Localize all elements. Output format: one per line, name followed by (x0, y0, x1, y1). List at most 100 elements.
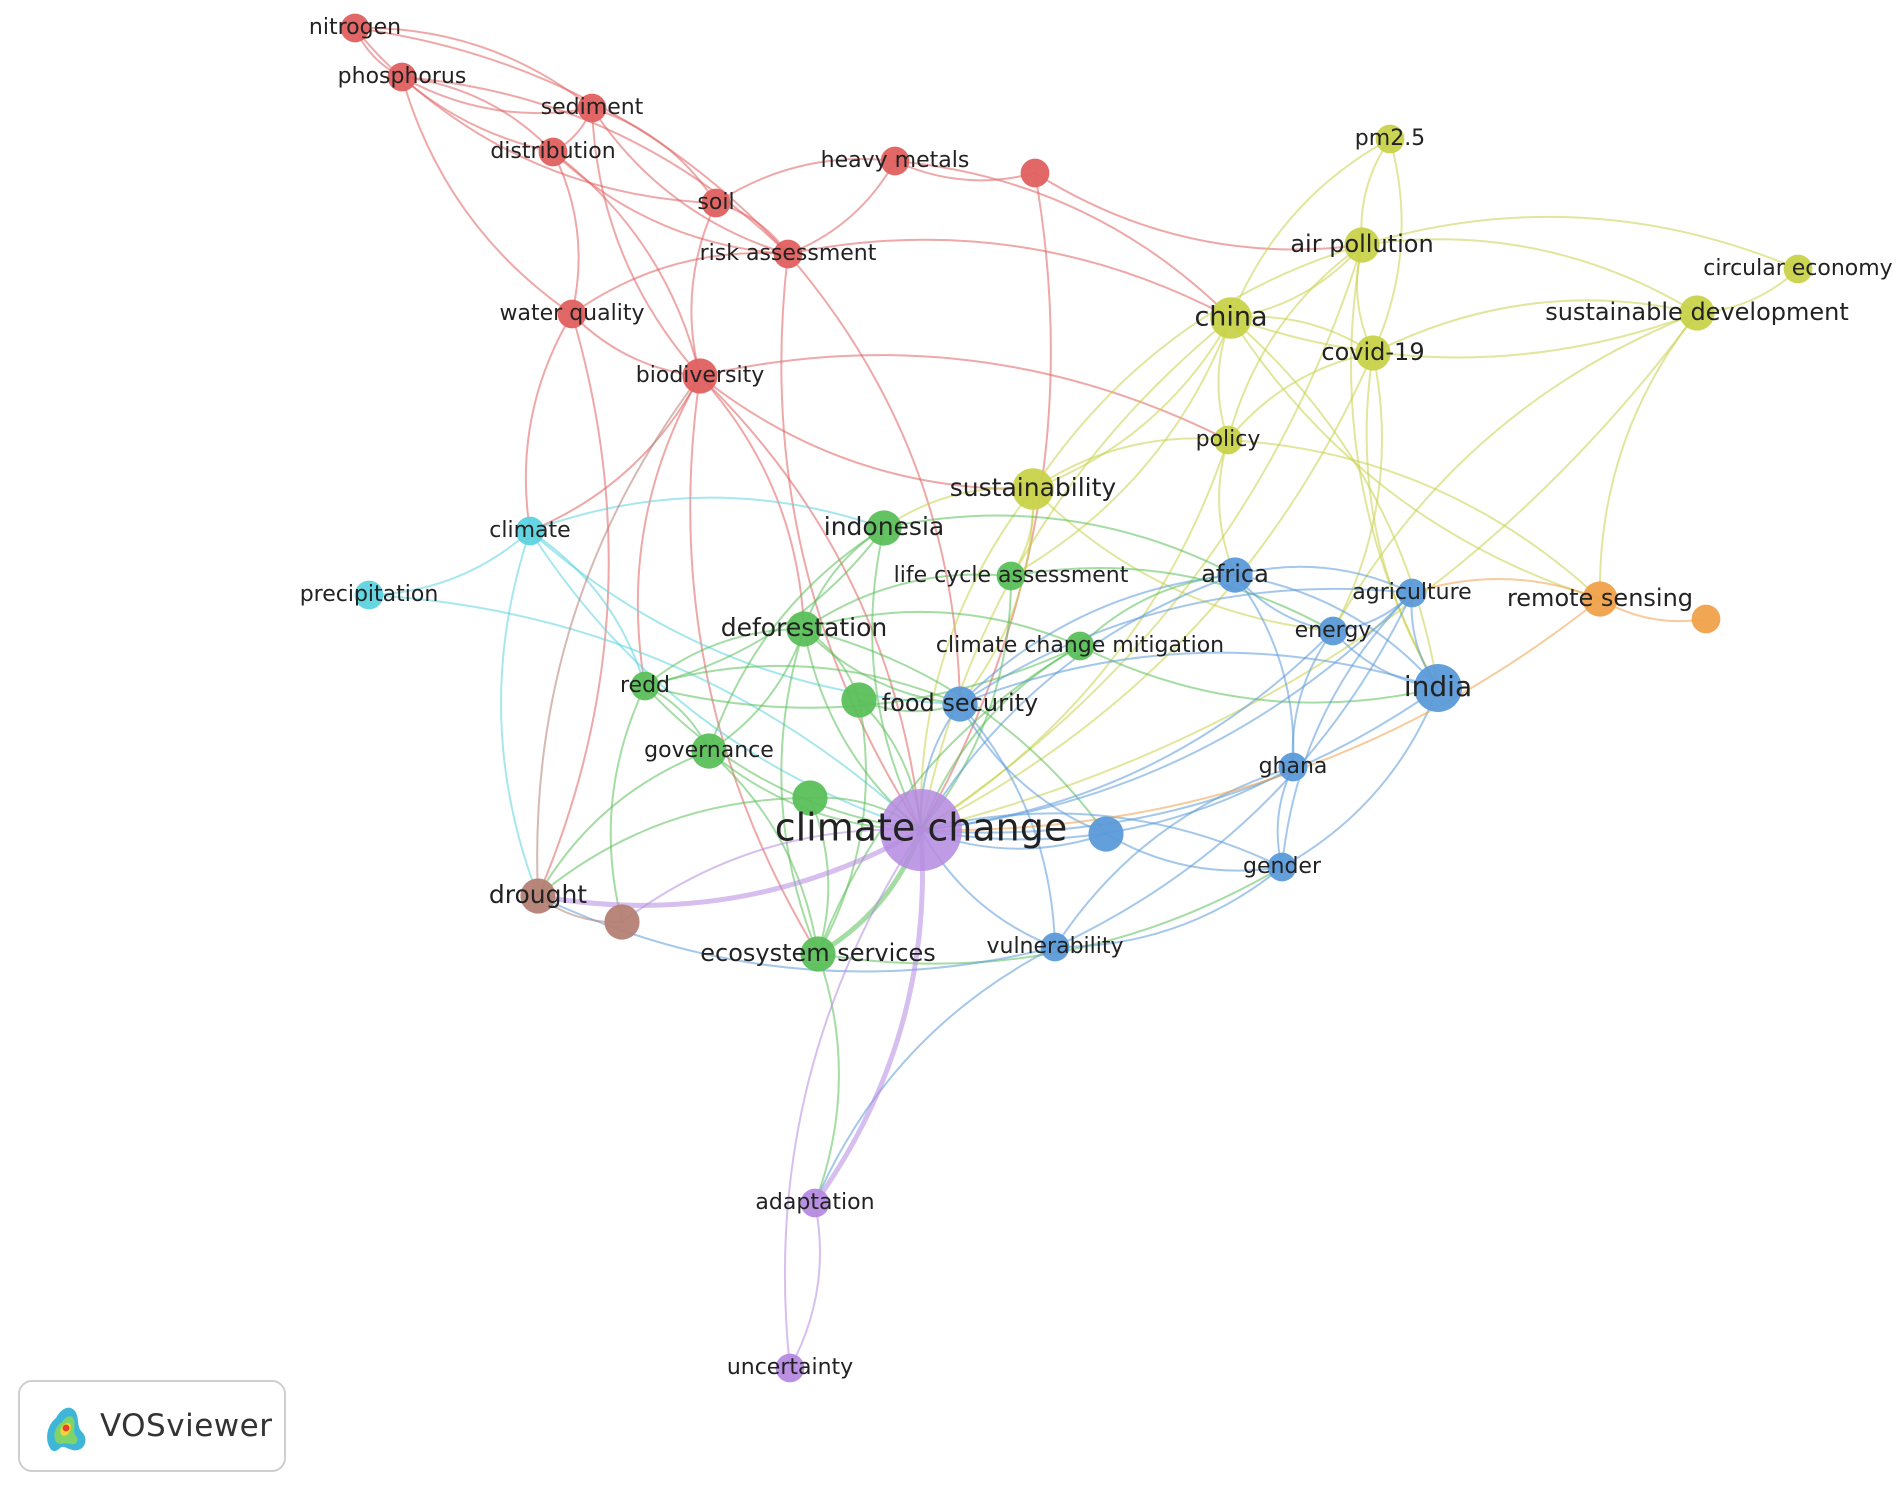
node-phosphorus[interactable] (387, 62, 417, 92)
label-uncertainty[interactable]: uncertainty (727, 1355, 853, 1380)
label-sustainable-development[interactable]: sustainable development (1545, 298, 1849, 326)
label-governance[interactable]: governance (644, 738, 774, 763)
label-india[interactable]: india (1404, 670, 1472, 703)
node-pm2-5[interactable] (1375, 124, 1405, 154)
edge-precipitation-climate-change (368, 594, 922, 831)
label-adaptation[interactable]: adaptation (755, 1190, 874, 1215)
label-water-quality[interactable]: water quality (500, 301, 645, 326)
node-climate-change-mitigation[interactable] (1065, 631, 1095, 661)
node-blue-unlabeled[interactable] (1088, 816, 1124, 852)
node-circular-economy[interactable] (1783, 254, 1813, 284)
node-ghana[interactable] (1278, 752, 1308, 782)
node-soil[interactable] (701, 188, 731, 218)
node-red-unlabeled[interactable] (1020, 158, 1050, 188)
node-china[interactable] (1210, 297, 1252, 339)
node-deforestation[interactable] (786, 611, 822, 647)
node-africa[interactable] (1217, 557, 1253, 593)
node-climate[interactable] (515, 516, 545, 546)
edge-climate-change-adaptation (812, 827, 925, 1206)
label-pm2-5[interactable]: pm2.5 (1355, 126, 1425, 151)
label-redd[interactable]: redd (620, 673, 670, 698)
label-ecosystem-services[interactable]: ecosystem services (700, 939, 936, 967)
node-remote-sensing[interactable] (1582, 581, 1618, 617)
node-governance[interactable] (691, 733, 727, 769)
node-policy[interactable] (1213, 425, 1243, 455)
node-biodiversity[interactable] (682, 358, 718, 394)
node-water-quality[interactable] (557, 299, 587, 329)
label-china[interactable]: china (1194, 302, 1267, 333)
edge-biodiversity-policy (699, 354, 1229, 441)
node-uncertainty[interactable] (775, 1353, 805, 1383)
label-agriculture[interactable]: agriculture (1352, 580, 1471, 605)
edge-covid-19-policy (1227, 352, 1374, 441)
node-sediment[interactable] (577, 93, 607, 123)
edge-drought-biodiversity (536, 375, 701, 897)
label-sediment[interactable]: sediment (541, 95, 644, 120)
label-policy[interactable]: policy (1196, 427, 1261, 452)
label-soil[interactable]: soil (697, 190, 734, 215)
label-climate-change[interactable]: climate change (775, 806, 1068, 850)
labels-layer: nitrogen phosphorus sediment distribution he… (300, 15, 1893, 1380)
node-green-unlabeled-1[interactable] (841, 682, 877, 718)
label-food-security[interactable]: food security (882, 689, 1039, 717)
node-nitrogen[interactable] (340, 13, 370, 43)
node-adaptation[interactable] (800, 1188, 830, 1218)
node-orange-unlabeled[interactable] (1691, 604, 1721, 634)
edge-redd-climate-change (644, 685, 922, 831)
node-brown-unlabeled[interactable] (604, 904, 640, 940)
label-ghana[interactable]: ghana (1259, 754, 1328, 779)
label-circular-economy[interactable]: circular economy (1703, 256, 1892, 281)
label-risk-assessment[interactable]: risk assessment (700, 241, 877, 266)
label-energy[interactable]: energy (1295, 618, 1372, 643)
node-vulnerability[interactable] (1040, 932, 1070, 962)
node-indonesia[interactable] (866, 510, 902, 546)
node-food-security[interactable] (942, 686, 978, 722)
edge-pm2-5-covid-19 (1372, 138, 1403, 354)
label-gender[interactable]: gender (1243, 854, 1322, 879)
edge-green-unlabeled-2-drought (537, 797, 811, 897)
label-biodiversity[interactable]: biodiversity (636, 363, 764, 388)
label-heavy-metals[interactable]: heavy metals (821, 148, 970, 173)
node-climate-change[interactable] (880, 789, 962, 871)
node-heavy-metals[interactable] (880, 146, 910, 176)
label-nitrogen[interactable]: nitrogen (309, 15, 401, 40)
edge-deforestation-governance (708, 628, 805, 752)
node-distribution[interactable] (538, 137, 568, 167)
edge-vulnerability-adaptation (814, 946, 1056, 1204)
node-india[interactable] (1414, 664, 1462, 712)
node-air-pollution[interactable] (1344, 227, 1380, 263)
label-covid-19[interactable]: covid-19 (1321, 338, 1424, 366)
label-precipitation[interactable]: precipitation (300, 582, 439, 607)
node-sustainability[interactable] (1012, 468, 1054, 510)
edge-food-security-vulnerability (959, 703, 1056, 948)
label-climate-change-mitigation[interactable]: climate change mitigation (936, 633, 1224, 658)
label-deforestation[interactable]: deforestation (721, 613, 888, 642)
edge-food-security-agriculture (959, 587, 1413, 705)
node-precipitation[interactable] (354, 580, 384, 610)
label-sustainability[interactable]: sustainability (950, 473, 1117, 502)
node-redd[interactable] (630, 671, 660, 701)
label-air-pollution[interactable]: air pollution (1290, 230, 1433, 258)
node-drought[interactable] (520, 878, 556, 914)
node-covid-19[interactable] (1355, 335, 1391, 371)
node-sustainable-development[interactable] (1679, 295, 1715, 331)
node-life-cycle-assessment[interactable] (996, 561, 1026, 591)
label-indonesia[interactable]: indonesia (824, 512, 944, 541)
label-drought[interactable]: drought (489, 880, 587, 909)
label-distribution[interactable]: distribution (490, 139, 615, 164)
edge-ghana-vulnerability (1054, 766, 1294, 948)
node-energy[interactable] (1318, 616, 1348, 646)
label-climate[interactable]: climate (489, 518, 570, 543)
node-gender[interactable] (1267, 852, 1297, 882)
label-remote-sensing[interactable]: remote sensing (1507, 584, 1693, 612)
node-green-unlabeled-2[interactable] (792, 780, 828, 816)
edge-soil-biodiversity (690, 202, 717, 377)
node-ecosystem-services[interactable] (800, 936, 836, 972)
label-life-cycle-assessment[interactable]: life cycle assessment (894, 563, 1129, 588)
label-phosphorus[interactable]: phosphorus (338, 64, 467, 89)
edge-air-pollution-policy (1227, 244, 1363, 441)
label-africa[interactable]: africa (1201, 560, 1269, 588)
node-agriculture[interactable] (1397, 578, 1427, 608)
node-risk-assessment[interactable] (773, 239, 803, 269)
label-vulnerability[interactable]: vulnerability (986, 934, 1123, 959)
